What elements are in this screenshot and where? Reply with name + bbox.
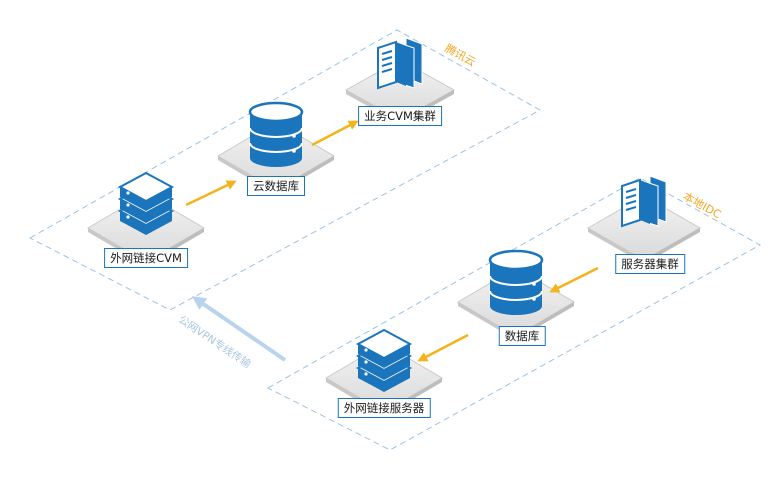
- node-label-db: 数据库: [498, 326, 546, 346]
- flow-arrow-3: [549, 266, 599, 293]
- node-label-server: 外网链接服务器: [337, 398, 431, 418]
- database-icon: [488, 249, 544, 315]
- flow-arrow-2: [311, 120, 359, 147]
- cloud-zone-border: [28, 29, 542, 311]
- node-label-cvm: 外网链接CVM: [104, 248, 188, 268]
- server-stack-icon: [355, 328, 413, 392]
- database-icon: [248, 101, 304, 167]
- server-stack-icon: [117, 171, 175, 235]
- server-cluster-icon: [621, 175, 667, 228]
- vpn-arrow: [191, 296, 287, 362]
- node-label-server-cluster: 服务器集群: [615, 254, 685, 274]
- idc-zone-border: [266, 177, 762, 451]
- node-label-cloud-db: 云数据库: [247, 176, 305, 196]
- flow-arrow-4: [417, 333, 469, 362]
- flow-arrow-1: [185, 180, 237, 207]
- server-cluster-icon: [377, 37, 423, 90]
- node-label-cvm-cluster: 业务CVM集群: [358, 106, 442, 126]
